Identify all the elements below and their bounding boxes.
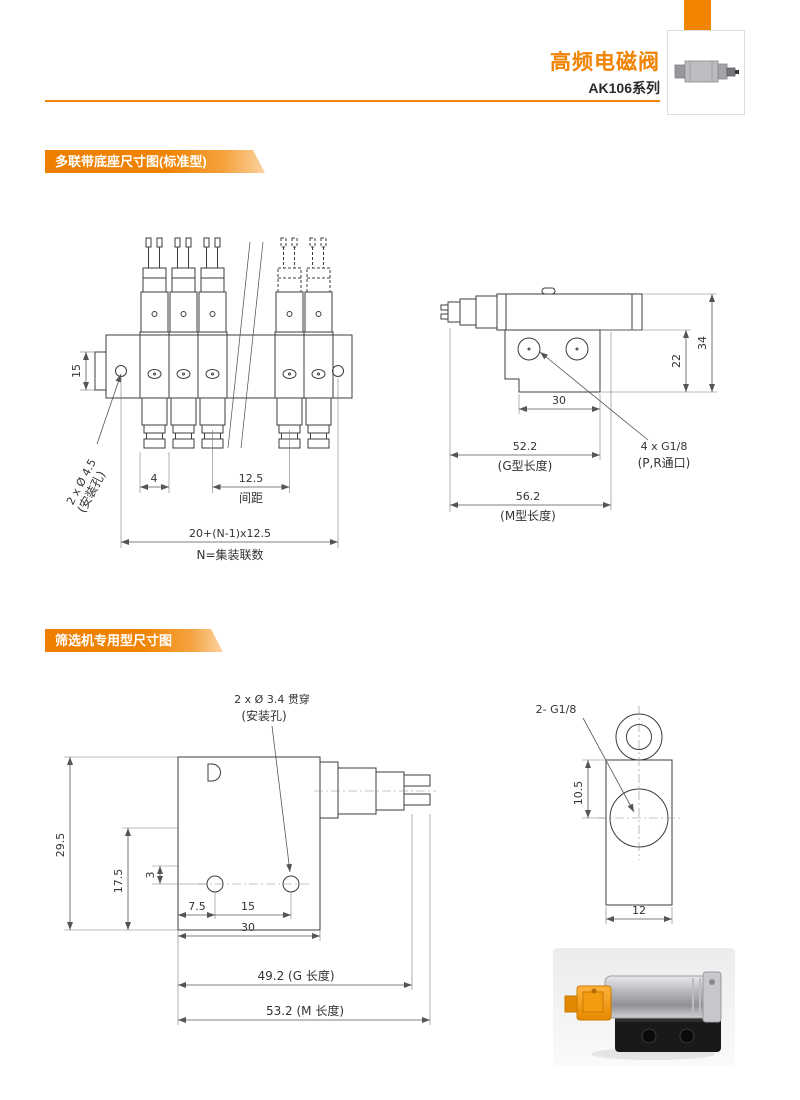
dim-total-group: 20+(N-1)x12.5 N=集装联数 [120, 378, 339, 562]
dim-label-12-5: 12.5 [239, 472, 264, 485]
dim-22-group: 22 [600, 329, 691, 392]
dim-label-52-2: 52.2 [513, 440, 538, 453]
dim-7-5-15-group: 7.5 15 [178, 892, 292, 919]
dim-53-2-group: 53.2 (M 长度) [178, 814, 431, 1025]
dim-label-49-2: 49.2 (G 长度) [257, 968, 334, 983]
dim-12-group: 12 [605, 904, 673, 924]
dim-29-5-group: 29.5 [54, 756, 178, 931]
ports-label: 4 x G1/8 [641, 440, 688, 453]
product-photo-box [553, 948, 735, 1066]
valve-stations-group [139, 237, 334, 449]
n-count-note: N=集装联数 [196, 547, 263, 562]
product-thumbnail-valve-icon [674, 60, 739, 82]
product-thumbnail-box [667, 30, 745, 115]
dim-label-34: 34 [696, 336, 709, 350]
corner-accent-block [684, 0, 711, 30]
g-length-note: (G型长度) [498, 458, 553, 473]
mount-hole-callout: 2 x Ø 4.5 (安装孔) [64, 373, 122, 515]
dim-15-group: 15 [70, 351, 95, 391]
dim-label-30: 30 [552, 394, 566, 407]
mount-hole-label: 2 x Ø 3.4 贯穿 [234, 692, 310, 706]
dim-label-15: 15 [241, 900, 255, 913]
m-length-note: (M型长度) [500, 508, 556, 523]
sieve-body-outline [177, 756, 431, 931]
section-banner-sieve-type: 筛选机专用型尺寸图 [45, 629, 223, 652]
dim-17-5-group: 17.5 [112, 827, 178, 930]
series-label: AK106系列 [588, 80, 660, 96]
header-rule [45, 100, 660, 102]
dim-label-56-2: 56.2 [516, 490, 541, 503]
port-callout: 4 x G1/8 (P,R通口) [539, 351, 691, 470]
dim-label-7-5: 7.5 [188, 900, 206, 913]
section-banner-standard-type: 多联带底座尺寸图(标准型) [45, 150, 265, 173]
dim-12-5-group: 12.5 间距 [212, 430, 290, 505]
sieve-type-end-view: 2- G1/8 10.5 12 [536, 703, 680, 924]
dim-30-group: 30 [518, 394, 601, 460]
valve-side-outline [440, 287, 643, 331]
product-photo-valve [553, 948, 735, 1066]
ports-note: (P,R通口) [638, 456, 691, 470]
sieve-type-side-view: 2 x Ø 3.4 贯穿 (安装孔) 29.5 [54, 692, 436, 1025]
dim-4-group: 4 [139, 452, 170, 493]
dim-label-15: 15 [70, 364, 83, 378]
dim-label-29-5: 29.5 [54, 833, 67, 858]
dim-label-17-5: 17.5 [112, 869, 125, 894]
dim-3-group: 3 [144, 865, 207, 885]
dim-49-2-group: 49.2 (G 长度) [178, 814, 413, 990]
dim-label-4: 4 [151, 472, 158, 485]
standard-manifold-front-view: 15 2 x Ø 4.5 (安装孔) 4 12.5 间距 [64, 237, 353, 562]
dim-label-total: 20+(N-1)x12.5 [189, 527, 271, 540]
dim-label-12: 12 [632, 904, 646, 917]
dim-label-30: 30 [241, 921, 255, 934]
manifold-block-side [504, 329, 601, 393]
mount-hole-callout: 2 x Ø 3.4 贯穿 (安装孔) [234, 692, 310, 873]
mount-hole-note: (安装孔) [241, 708, 286, 723]
dim-34-group: 34 [600, 293, 717, 393]
break-lines [227, 241, 264, 449]
dim-52-2-group: 52.2 (G型长度) [449, 328, 600, 512]
dim-30-group: 30 [177, 921, 321, 1025]
standard-side-view: 34 22 30 52.2 (G型长度) 56.2 (M型长度) [440, 287, 717, 523]
dim-label-3: 3 [144, 872, 157, 879]
manifold-base-plate [94, 334, 353, 399]
dim-label-53-2: 53.2 (M 长度) [266, 1003, 344, 1018]
dim-10-5-group: 10.5 [572, 759, 606, 819]
port-callout: 2- G1/8 [536, 703, 635, 813]
dim-label-10-5: 10.5 [572, 781, 585, 806]
pitch-label: 间距 [239, 491, 263, 505]
dim-label-22: 22 [670, 354, 683, 368]
page-title: 高频电磁阀 [550, 51, 660, 74]
dim-56-2-group: 56.2 (M型长度) [450, 332, 612, 523]
ports-label: 2- G1/8 [536, 703, 577, 716]
